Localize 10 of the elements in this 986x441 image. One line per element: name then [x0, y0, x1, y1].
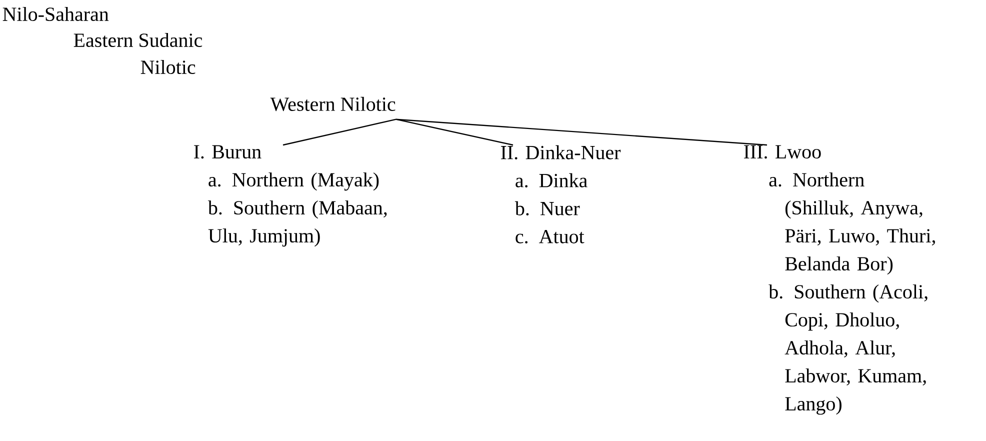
- tree-line: [282, 118, 396, 146]
- language-branch: III. Lwoo a. Northern (Shilluk, Anywa, Päri, Luwo, Thuri, Belanda Bor) b. Southern (Acoli, Copi, Dholuo, Adhola, Alur, Labwor, Kumam, Lango): [744, 145, 935, 415]
- language-label: Eastern Sudanic: [74, 32, 202, 48]
- language-branch: I. Burun a. Northern (Mayak) b. Southern (Mabaan, Ulu, Jumjum): [194, 145, 387, 247]
- tree-line: [396, 118, 514, 146]
- language-label: Nilotic: [140, 60, 196, 74]
- language-label: Nilo-Saharan: [2, 6, 109, 22]
- language-branch: II. Dinka-Nuer a. Dinka b. Nuer c. Atuot: [501, 145, 621, 244]
- tree-line: [396, 118, 768, 146]
- language-label: Western Nilotic: [270, 96, 396, 112]
